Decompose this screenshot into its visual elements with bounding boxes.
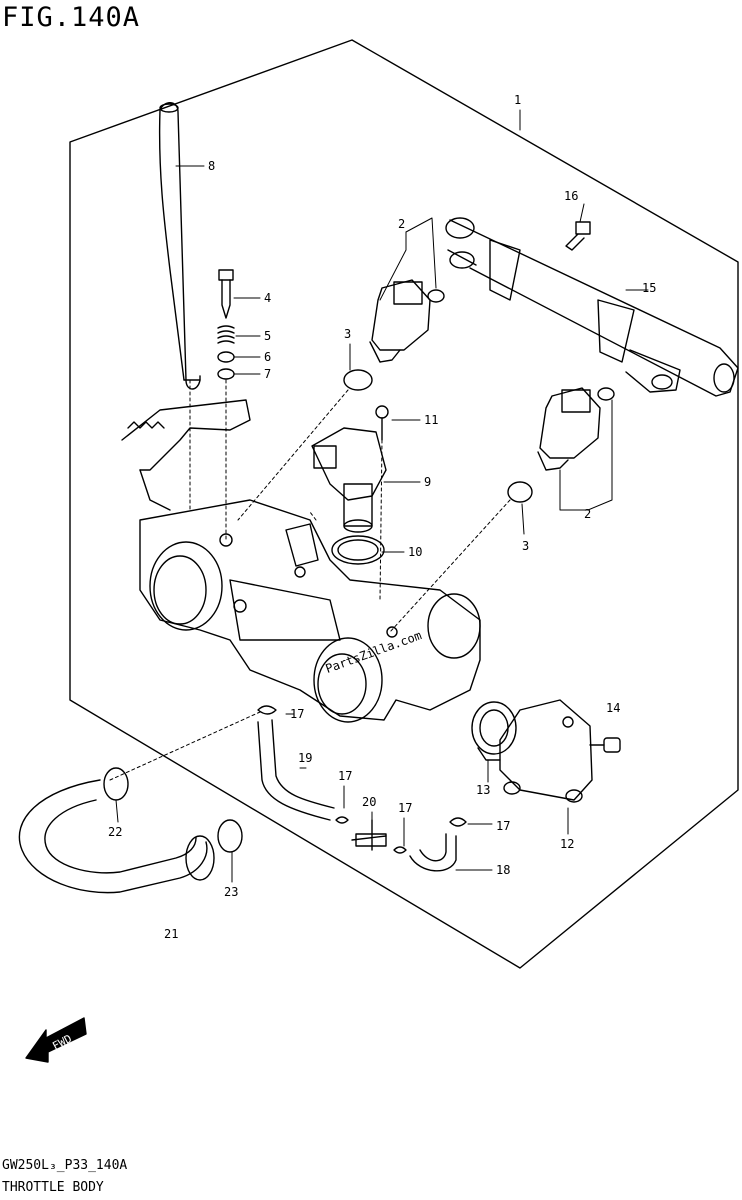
callout-3a: 3 (344, 327, 351, 341)
part-22-clamp (103, 767, 129, 801)
callout-20: 20 (362, 795, 376, 809)
callout-15: 15 (642, 281, 656, 295)
leader-lines (109, 109, 649, 883)
part-7-oring (217, 368, 235, 380)
part-9-sensor (311, 427, 387, 533)
part-17-clamp-a (257, 705, 277, 715)
callout-3b: 3 (522, 539, 529, 553)
fwd-arrow: FWD (25, 1017, 87, 1063)
callout-17b: 17 (338, 769, 352, 783)
part-13-coupling (471, 701, 517, 761)
part-18-hose (409, 833, 457, 872)
part-3-seal-left (343, 369, 373, 391)
figure-code: GW250L₃_P33_140A (2, 1158, 128, 1173)
part-15-fuel-rail (445, 217, 739, 397)
callout-12: 12 (560, 837, 574, 851)
callout-16: 16 (564, 189, 578, 203)
part-11-screw (375, 405, 389, 441)
part-23-clamp (217, 819, 243, 853)
callout-4: 4 (264, 291, 271, 305)
part-12-cover (499, 699, 593, 803)
part-6-washer (217, 351, 235, 363)
callout-13: 13 (476, 783, 490, 797)
part-17-clamp-b (335, 816, 349, 824)
callout-8: 8 (208, 159, 215, 173)
callout-19: 19 (298, 751, 312, 765)
callout-17a: 17 (290, 707, 304, 721)
part-21-hose (18, 779, 215, 894)
bracket-clip (121, 399, 251, 511)
assembly-boundary (69, 39, 739, 969)
callout-22: 22 (108, 825, 122, 839)
part-3-seal-right (507, 481, 533, 503)
part-2-injector-right (537, 387, 615, 471)
callout-7: 7 (264, 367, 271, 381)
callout-6: 6 (264, 350, 271, 364)
part-17-clamp-d (449, 817, 467, 827)
part-5-spring (217, 325, 235, 344)
callout-5: 5 (264, 329, 271, 343)
callout-2b: 2 (584, 507, 591, 521)
part-16-bolt (565, 221, 591, 251)
callout-10: 10 (408, 545, 422, 559)
part-14-bolt (589, 737, 621, 753)
part-8-hose (158, 102, 201, 390)
callout-21: 21 (164, 927, 178, 941)
callout-17c: 17 (398, 801, 412, 815)
figure-name: THROTTLE BODY (2, 1180, 104, 1195)
callout-11: 11 (424, 413, 438, 427)
callout-17d: 17 (496, 819, 510, 833)
part-4-screw (218, 269, 234, 319)
throttle-body (139, 499, 481, 723)
part-2-injector-left (369, 279, 445, 363)
callout-9: 9 (424, 475, 431, 489)
callout-23: 23 (224, 885, 238, 899)
callout-18: 18 (496, 863, 510, 877)
part-10-oring (331, 535, 385, 565)
callout-labels: 1 8 2 16 15 4 5 6 7 3 11 9 2 10 3 14 17 … (108, 93, 656, 941)
figure-title: FIG.140A (2, 2, 141, 33)
part-19-hose (257, 719, 335, 821)
callout-14: 14 (606, 701, 620, 715)
part-17-clamp-c (393, 846, 407, 854)
callout-2a: 2 (398, 217, 405, 231)
callout-1: 1 (514, 93, 521, 107)
part-20-tee (351, 819, 387, 851)
